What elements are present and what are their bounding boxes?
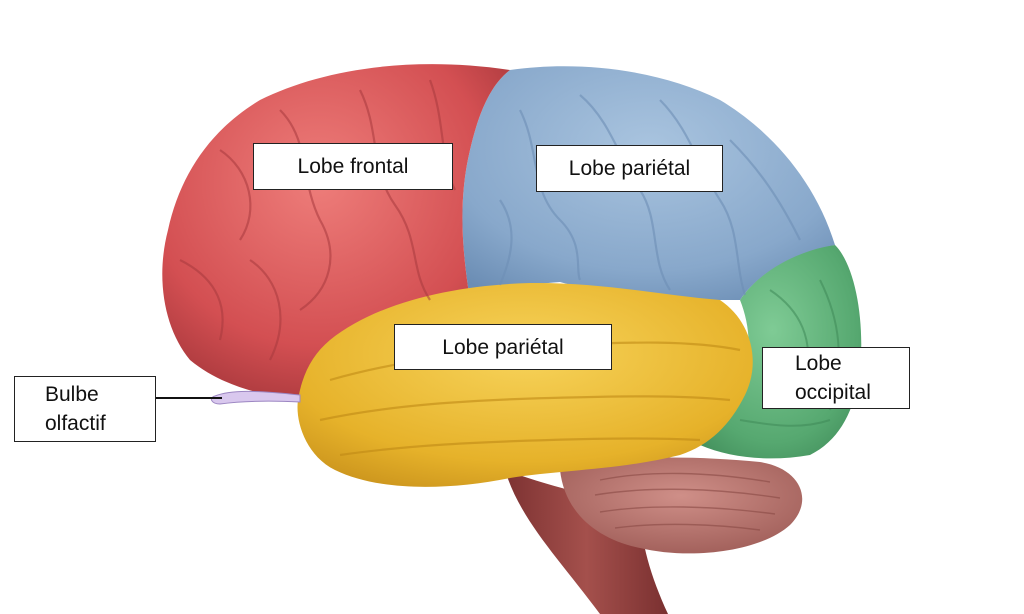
label-lobe-temporal-text: Lobe pariétal [442, 335, 564, 359]
label-lobe-occipital-line1: Lobe [795, 352, 842, 375]
frontal-gyri [179, 79, 456, 361]
label-lobe-frontal: Lobe frontal [253, 143, 453, 190]
label-lobe-occipital: Lobe occipital [762, 347, 910, 409]
cerebellum-folds [594, 472, 781, 531]
label-bulbe-olfactif-line2: olfactif [45, 412, 106, 435]
label-bulbe-olfactif: Bulbe olfactif [14, 376, 156, 442]
label-lobe-frontal-text: Lobe frontal [297, 155, 409, 178]
label-bulbe-olfactif-line1: Bulbe [45, 383, 99, 406]
label-lobe-temporal: Lobe pariétal [394, 324, 612, 370]
olfactory-bulb [210, 390, 301, 405]
label-lobe-parietal: Lobe pariétal [536, 145, 723, 192]
cerebellum [560, 457, 803, 554]
label-lobe-occipital-line2: occipital [795, 381, 871, 404]
label-lobe-parietal-text: Lobe pariétal [568, 157, 691, 180]
